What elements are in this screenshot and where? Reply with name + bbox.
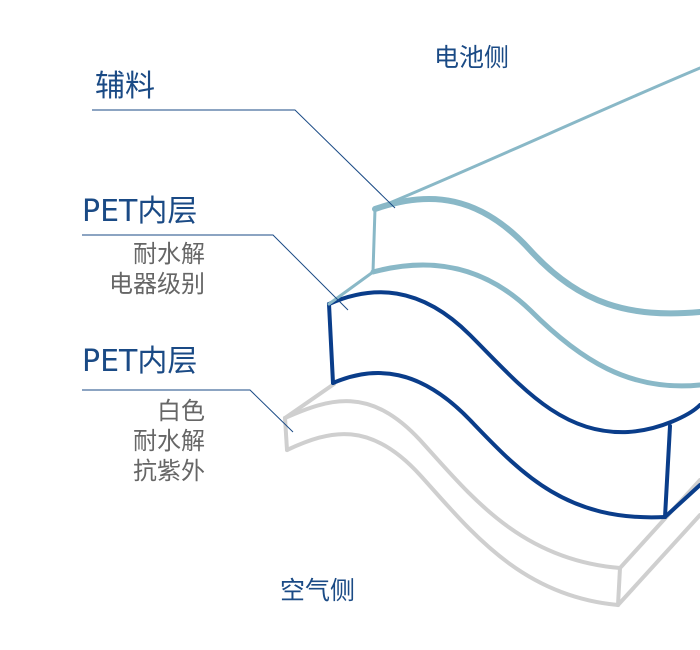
outer-layer-top-edge — [283, 399, 622, 570]
battery-side-label: 电池侧 — [434, 43, 510, 72]
pet-inner-layer-right-edge — [663, 424, 672, 519]
air-side-label: 空气侧 — [280, 576, 356, 605]
pet-inner-layer-left-edge — [327, 302, 335, 385]
pet-inner-2-property: 耐水解 — [133, 427, 205, 455]
outer-layer — [283, 382, 700, 607]
auxiliary-to-pet-connector — [327, 270, 375, 306]
auxiliary-layer-front-top — [372, 196, 700, 317]
outer-layer-bottom-edge — [285, 432, 620, 607]
leader-line-pet-inner-1 — [82, 234, 349, 311]
auxiliary-label: 辅料 — [95, 69, 155, 104]
pet-inner-1-properties: 耐水解 电器级别 — [109, 239, 205, 299]
auxiliary-layer-lower-edge — [370, 262, 700, 389]
pet-inner-layer-bottom-edge — [331, 371, 667, 520]
pet-inner-2-property: 抗紫外 — [133, 457, 205, 485]
auxiliary-layer-back-edge — [373, 66, 700, 211]
pet-inner-layer-right-depth — [663, 483, 700, 519]
pet-inner-1-property: 电器级别 — [109, 270, 205, 298]
leader-line-auxiliary — [92, 109, 396, 209]
leader-line-pet-inner-2 — [82, 389, 294, 433]
outer-layer-right-edge — [616, 566, 622, 607]
leader-lines — [82, 109, 396, 433]
auxiliary-layer-left-edge — [371, 207, 377, 274]
pet-inner-2-property: 白色 — [157, 397, 205, 425]
pet-inner-2-label: PET内层 — [82, 344, 198, 379]
outer-layer-back-edge — [283, 382, 336, 420]
outer-layer-left-edge — [283, 416, 289, 452]
pet-inner-1-label: PET内层 — [82, 194, 198, 229]
pet-inner-1-property: 耐水解 — [133, 240, 205, 268]
outer-layer-right-depth-bottom — [616, 513, 700, 607]
pet-inner-layer — [327, 290, 700, 520]
pet-inner-layer-top-edge — [327, 290, 700, 435]
auxiliary-layer — [327, 66, 700, 389]
pet-inner-2-properties: 白色 耐水解 抗紫外 — [133, 396, 205, 486]
outer-layer-right-depth — [618, 478, 700, 570]
